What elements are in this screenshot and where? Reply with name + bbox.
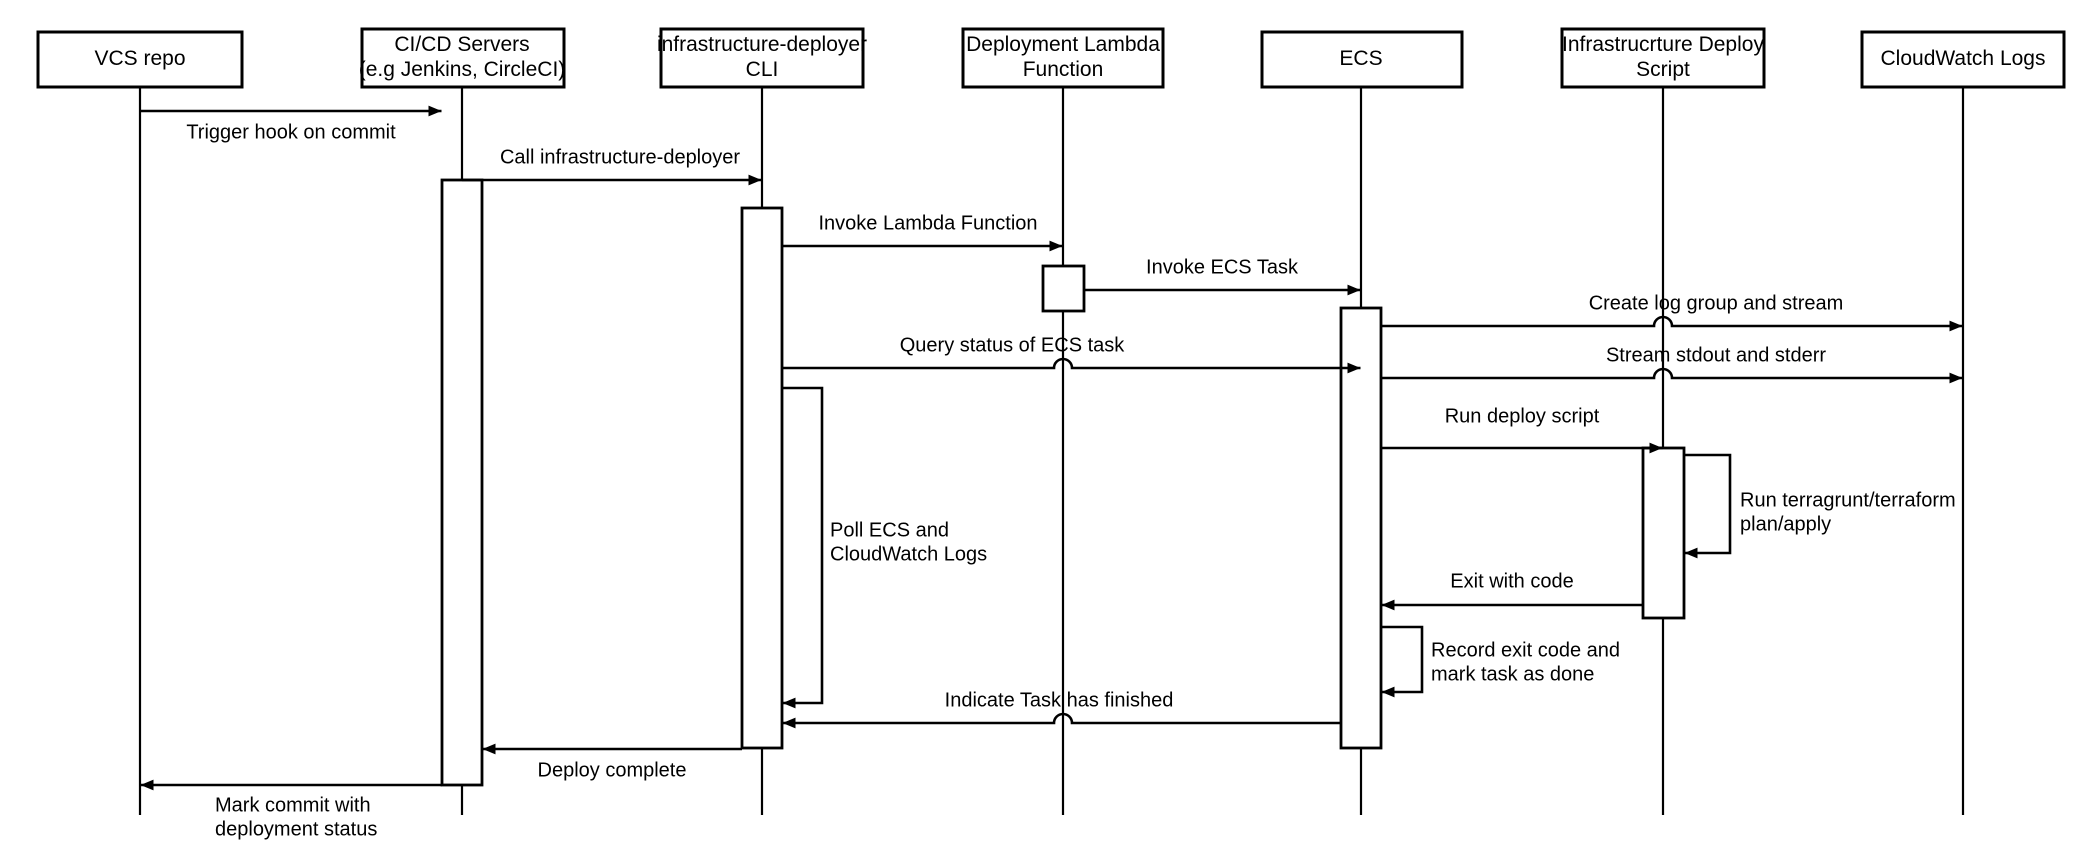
participant-cwlogs[interactable]: CloudWatch Logs <box>1860 30 2066 89</box>
self-message-arrow <box>1684 453 1732 559</box>
message-label: Invoke Lambda Function <box>818 212 1037 234</box>
participant-label-cli: CLI <box>746 58 779 81</box>
activation-bar-ecs <box>1339 306 1383 750</box>
participant-label-deploy: Script <box>1636 58 1690 81</box>
participant-label-cicd: (e.g Jenkins, CircleCI) <box>359 58 566 81</box>
message-label: deployment status <box>215 818 377 840</box>
message-label: Run deploy script <box>1445 405 1600 427</box>
message-deploy-complete[interactable]: Deploy complete <box>482 743 743 781</box>
self-message-label: Poll ECS and <box>830 519 949 541</box>
self-message-label: CloudWatch Logs <box>830 543 987 565</box>
participant-cicd[interactable]: CI/CD Servers(e.g Jenkins, CircleCI) <box>359 27 566 89</box>
participant-label-deploy: Infrastrucrture Deploy <box>1562 33 1764 56</box>
message-label: Call infrastructure-deployer <box>500 146 740 168</box>
self-message-label: mark task as done <box>1431 663 1594 685</box>
message-label: Invoke ECS Task <box>1146 256 1299 278</box>
activation-bar-cicd <box>440 178 484 787</box>
message-label: Query status of ECS task <box>900 334 1126 356</box>
participant-ecs[interactable]: ECS <box>1260 30 1464 89</box>
self-message-label: Record exit code and <box>1431 639 1620 661</box>
message-label: Exit with code <box>1450 570 1573 592</box>
participant-label-cwlogs: CloudWatch Logs <box>1881 47 2046 70</box>
participant-label-cicd: CI/CD Servers <box>394 33 529 56</box>
message-label: Mark commit with <box>215 794 371 816</box>
activation-bar-lambda <box>1041 264 1086 313</box>
participant-vcs[interactable]: VCS repo <box>36 30 244 89</box>
message-label: Deploy complete <box>538 759 687 781</box>
message-arrow <box>782 712 1341 729</box>
message-label: Indicate Task has finished <box>945 689 1174 711</box>
message-invoke-ecs-task[interactable]: Invoke ECS Task <box>1084 256 1361 296</box>
participant-box-vcs <box>36 30 244 89</box>
message-label: Create log group and stream <box>1589 292 1844 314</box>
message-arrow <box>1381 367 1963 384</box>
message-create-log-group-and-stream[interactable]: Create log group and stream <box>1381 292 1963 332</box>
participant-label-cli: infrastructure-deployer <box>657 33 867 56</box>
message-arrow <box>1381 315 1963 332</box>
participant-label-lambda: Deployment Lambda <box>966 33 1160 56</box>
participant-label-lambda: Function <box>1023 58 1104 81</box>
activations-layer <box>440 178 1686 787</box>
participant-box-cwlogs <box>1860 30 2066 89</box>
participant-box-deploy <box>1560 27 1766 89</box>
participant-label-vcs: VCS repo <box>94 47 185 70</box>
participants-layer: VCS repo CI/CD Servers(e.g Jenkins, Circl… <box>36 27 2066 89</box>
message-exit-with-code[interactable]: Exit with code <box>1381 570 1644 611</box>
message-stream-stdout-and-stderr[interactable]: Stream stdout and stderr <box>1381 344 1963 384</box>
message-label: Stream stdout and stderr <box>1606 344 1826 366</box>
message-query-status-of-ecs-task[interactable]: Query status of ECS task <box>782 334 1361 374</box>
activation-bar-deploy <box>1641 446 1686 620</box>
message-indicate-task-has-finished[interactable]: Indicate Task has finished <box>782 689 1342 729</box>
message-call-infrastructure-deployer[interactable]: Call infrastructure-deployer <box>462 146 762 186</box>
self-message-label: Run terragrunt/terraform <box>1740 489 1956 511</box>
self-message-label: plan/apply <box>1740 513 1831 535</box>
activation-bar-cli <box>740 206 784 750</box>
participant-box-ecs <box>1260 30 1464 89</box>
participant-label-ecs: ECS <box>1339 47 1382 70</box>
message-invoke-lambda-function[interactable]: Invoke Lambda Function <box>782 212 1063 252</box>
self-message-arrow <box>782 386 824 709</box>
participant-box-cicd <box>360 27 566 89</box>
self-message-arrow <box>1381 625 1424 698</box>
participant-box-lambda <box>961 27 1165 89</box>
message-run-deploy-script[interactable]: Run deploy script <box>1381 405 1663 454</box>
message-arrow <box>782 357 1361 374</box>
participant-box-cli <box>659 27 865 89</box>
message-label: Trigger hook on commit <box>186 121 396 143</box>
message-trigger-hook-on-commit[interactable]: Trigger hook on commit <box>140 105 442 143</box>
